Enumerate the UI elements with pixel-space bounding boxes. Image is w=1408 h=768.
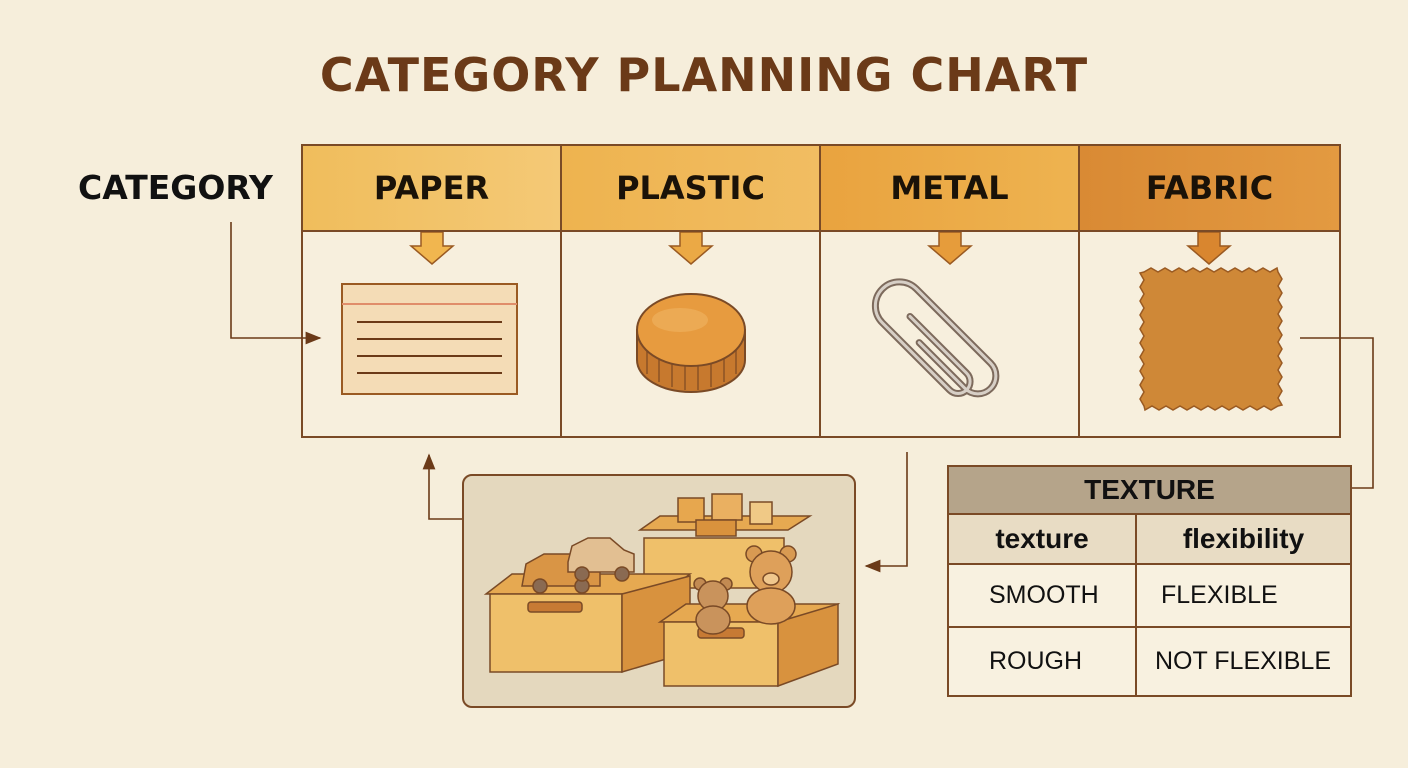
cell-plastic [562,232,821,436]
header-fabric: FABRIC [1080,146,1339,232]
header-metal: METAL [821,146,1080,232]
table-row: ROUGH NOT FLEXIBLE [949,628,1350,695]
paperclip-icon [871,232,1000,398]
table-cell: SMOOTH [949,565,1137,626]
plastic-bottle-cap-icon [636,232,746,393]
cell-fabric [1080,232,1339,436]
header-flexibility: flexibility [1182,523,1305,554]
header-texture: texture [949,515,1137,563]
texture-table-header: texture flexibility [949,515,1350,565]
page-title: CATEGORY PLANNING CHART [319,48,1089,102]
fabric-swatch-icon [1138,232,1284,412]
table-cell: ROUGH [949,628,1137,695]
header-paper: PAPER [303,146,562,232]
toy-storage-illustration [462,474,856,708]
texture-table-title: TEXTURE [949,467,1350,515]
cell-paper [303,232,562,436]
category-grid: PAPER PLASTIC METAL FABRIC [301,144,1341,438]
table-cell: FLEXIBLE [1161,581,1278,609]
table-row: SMOOTH FLEXIBLE [949,565,1350,628]
texture-table: TEXTURE texture flexibility SMOOTH FLEXI… [947,465,1352,697]
paper-card-icon [341,232,518,395]
category-row-label: CATEGORY [78,168,273,207]
table-cell: NOT FLEXIBLE [1155,647,1331,675]
cell-metal [821,232,1080,436]
header-plastic: PLASTIC [562,146,821,232]
toy-boxes-icon [483,493,841,688]
